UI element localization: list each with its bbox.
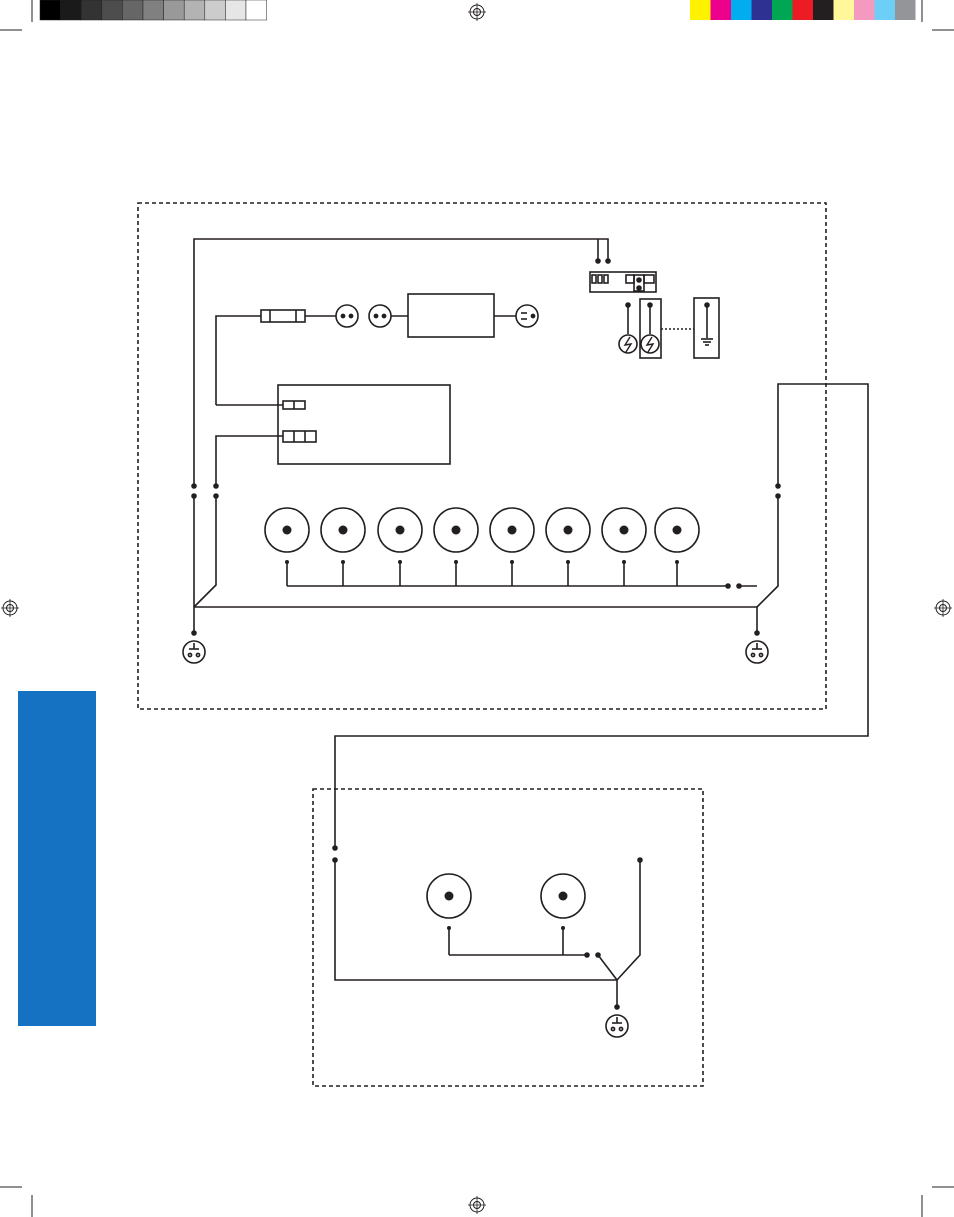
color-swatch	[813, 0, 834, 20]
gray-swatch	[183, 0, 206, 21]
color-calibration-bar	[690, 0, 916, 20]
color-swatch	[690, 0, 711, 20]
gray-swatch	[122, 0, 144, 21]
outlet-receptacle-icon	[745, 640, 769, 664]
color-swatch	[874, 0, 895, 20]
color-swatch	[772, 0, 793, 20]
power-plug-icon	[515, 304, 539, 328]
color-swatch	[895, 0, 916, 20]
surge-protector-icon	[640, 334, 660, 354]
wire-top	[193, 238, 609, 485]
surge-protector-icon	[618, 334, 638, 354]
lamp-socket-icon	[426, 873, 472, 955]
side-tab	[18, 691, 96, 1026]
color-swatch	[751, 0, 772, 20]
remote-lamp-row	[426, 873, 586, 955]
main-enclosure	[137, 202, 827, 710]
lamp-socket-icon	[654, 507, 700, 586]
lamp-socket-icon	[264, 507, 310, 586]
color-swatch	[854, 0, 875, 20]
lamp-socket-icon	[433, 507, 479, 586]
lamp-socket-icon	[320, 507, 366, 586]
gray-swatch	[245, 0, 267, 21]
transformer-box	[407, 293, 495, 338]
gray-swatch	[80, 0, 103, 21]
outlet-receptacle-icon	[182, 640, 206, 664]
main-lamp-row	[264, 507, 700, 586]
controller-box	[277, 384, 451, 465]
registration-mark-icon	[468, 3, 486, 21]
lamp-socket-icon	[601, 507, 647, 586]
registration-mark-icon	[934, 599, 952, 617]
plug-connector-icon	[368, 304, 392, 328]
lamp-socket-icon	[377, 507, 423, 586]
lamp-socket-icon	[489, 507, 535, 586]
gray-swatch	[101, 0, 123, 21]
gray-swatch	[142, 0, 164, 21]
ground-symbol-icon	[701, 338, 713, 346]
ground-rod-box	[693, 297, 720, 359]
gray-swatch	[204, 0, 226, 21]
lamp-socket-icon	[540, 873, 586, 955]
registration-mark-icon	[1, 599, 19, 617]
color-swatch	[731, 0, 752, 20]
color-swatch	[792, 0, 813, 20]
remote-enclosure	[312, 788, 704, 1087]
outlet-receptacle-icon	[605, 1014, 629, 1038]
gray-swatch	[60, 0, 82, 21]
grayscale-calibration-bar	[39, 0, 267, 21]
gray-swatch	[163, 0, 185, 21]
registration-mark-icon	[468, 1196, 486, 1214]
color-swatch	[710, 0, 731, 20]
lamp-socket-icon	[545, 507, 591, 586]
color-swatch	[833, 0, 854, 20]
fuse	[260, 309, 306, 323]
gray-swatch	[39, 0, 61, 21]
gray-swatch	[225, 0, 247, 21]
terminal-block	[589, 271, 657, 293]
plug-connector-icon	[335, 304, 359, 328]
